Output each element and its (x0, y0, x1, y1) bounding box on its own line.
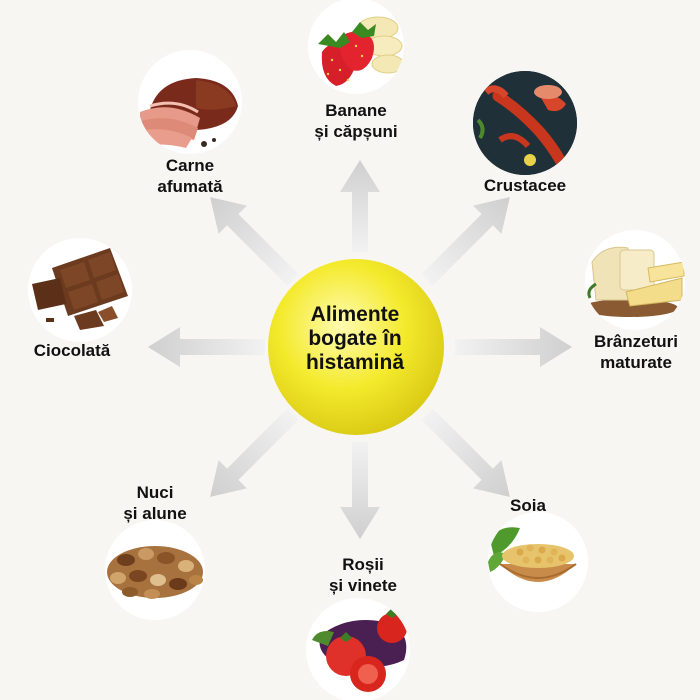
label-ham: Carne afumată (140, 155, 240, 197)
arrow-down-left (210, 408, 299, 497)
cheese-image (585, 230, 685, 330)
label-crustaceans: Crustacee (470, 175, 580, 196)
label-nuts-line1: Nuci (136, 483, 174, 502)
label-crustaceans-line1: Crustacee (483, 176, 567, 195)
label-cheese-line1: Brânzeturi (593, 332, 679, 351)
label-tomatoes: Roșii și vinete (315, 554, 411, 596)
bananas-strawberries-image (308, 0, 404, 94)
label-nuts-line2: și alune (123, 504, 187, 523)
label-bananas-line2: și căpșuni (314, 122, 398, 141)
arrows (148, 160, 572, 539)
label-ham-line2: afumată (157, 177, 223, 196)
arrow-up-left (210, 197, 299, 286)
label-chocolate: Ciocolată (20, 340, 124, 361)
label-tomatoes-line2: și vinete (328, 576, 398, 595)
chocolate-image (28, 238, 132, 342)
label-ham-line1: Carne (165, 156, 215, 175)
arrow-right (455, 327, 572, 367)
label-soy: Soia (500, 495, 556, 516)
label-soy-line1: Soia (510, 496, 546, 515)
nuts-image (105, 520, 205, 620)
center-label-line1: Alimente (310, 303, 400, 326)
label-cheese: Brânzeturi maturate (582, 331, 690, 373)
center-label: Alimente bogate în histamină (270, 303, 440, 375)
center-label-line3: histamină (305, 351, 405, 374)
label-bananas: Banane și căpșuni (306, 100, 406, 142)
soy-image (488, 512, 588, 612)
label-nuts: Nuci și alune (110, 482, 200, 524)
arrow-up (340, 160, 380, 252)
label-tomatoes-line1: Roșii (342, 555, 384, 574)
label-chocolate-line1: Ciocolată (33, 341, 111, 360)
label-bananas-line1: Banane (325, 101, 387, 120)
arrow-down-right (421, 408, 510, 497)
smoked-ham-image (138, 50, 242, 154)
tomatoes-eggplant-image (306, 598, 410, 700)
center-label-line2: bogate în (308, 327, 402, 350)
crustaceans-image (473, 71, 577, 175)
arrow-up-right (421, 197, 510, 286)
arrow-left (148, 327, 265, 367)
center-ball (268, 259, 444, 435)
label-cheese-line2: maturate (600, 353, 672, 372)
arrow-down (340, 442, 380, 539)
